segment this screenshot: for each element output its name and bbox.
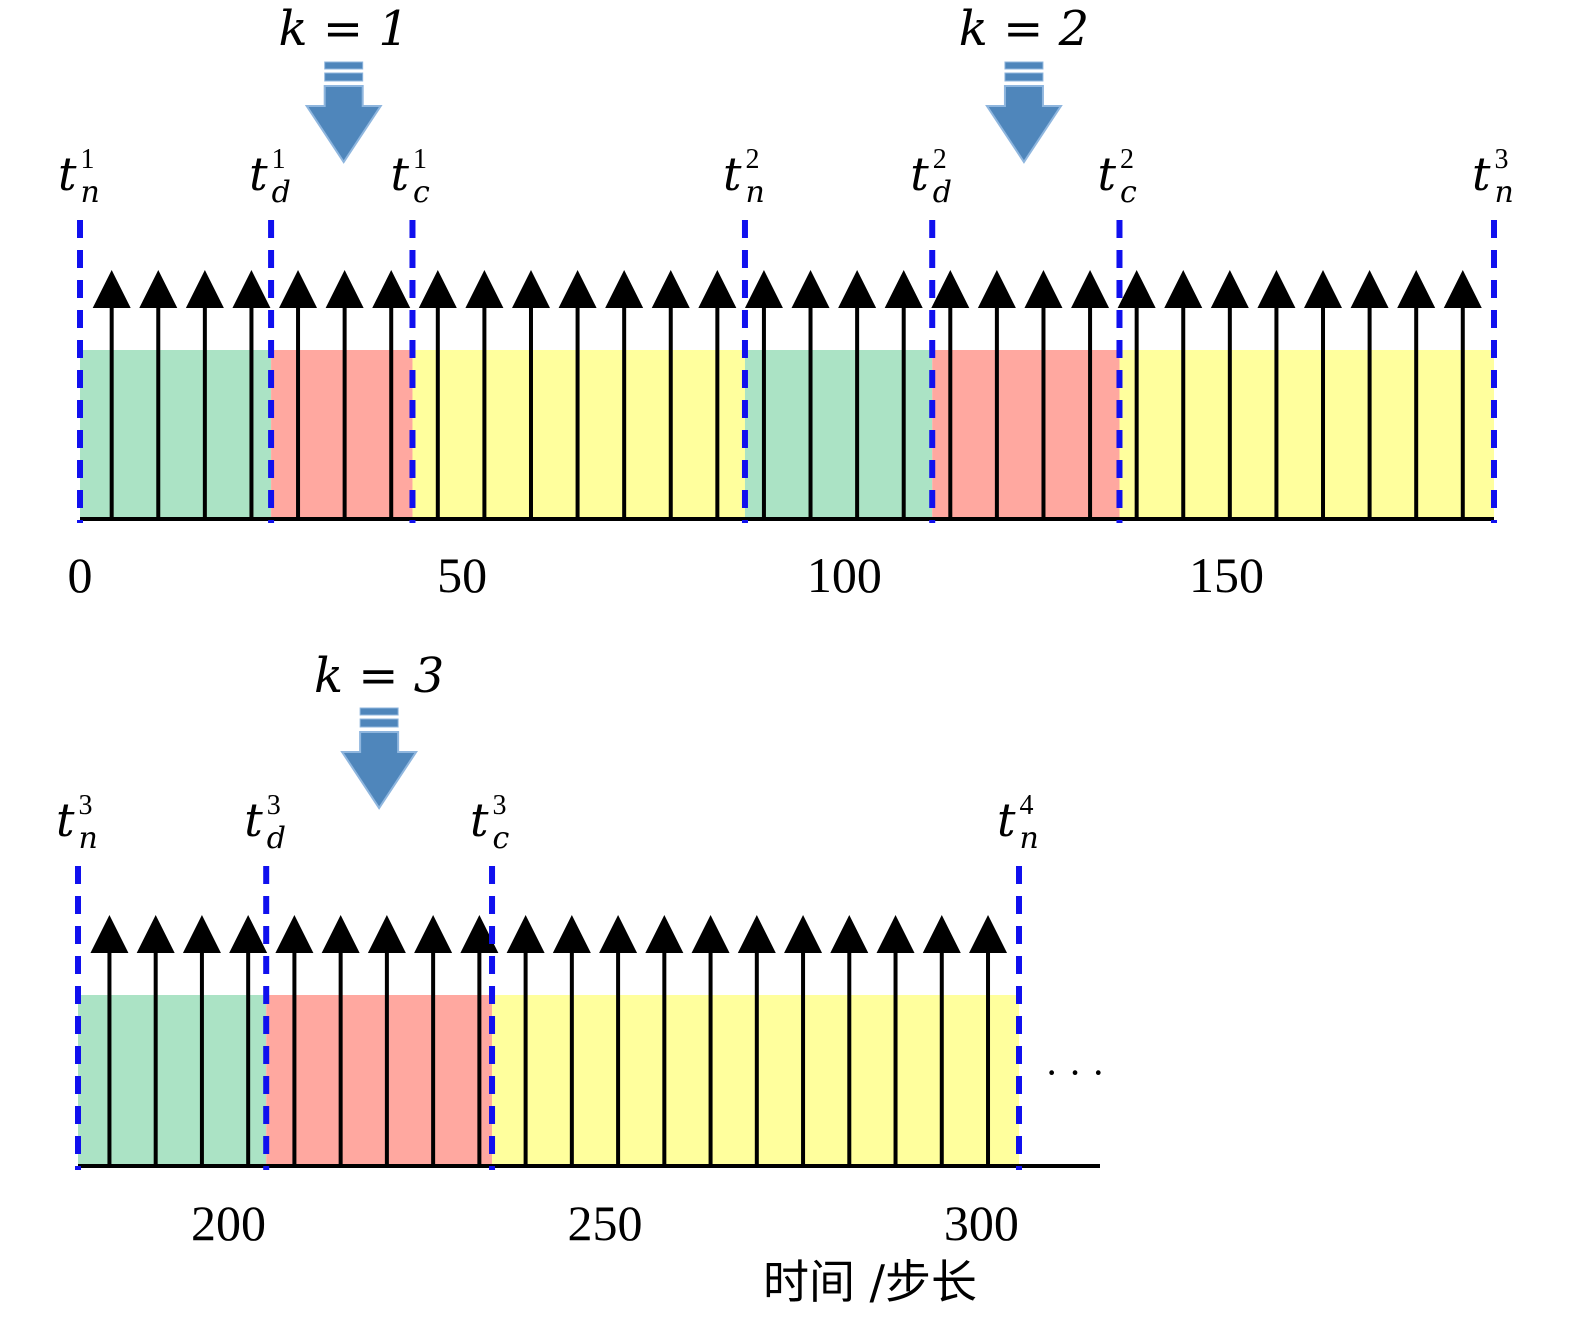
- arrow-stripe: [324, 61, 364, 70]
- pulse-arrowhead: [232, 270, 271, 308]
- pulse-arrowhead: [698, 270, 737, 308]
- pulse-arrowhead: [372, 270, 411, 308]
- tick-label: 250: [567, 1195, 642, 1251]
- pulse-arrowhead: [279, 270, 318, 308]
- pulse-arrowhead: [969, 915, 1008, 953]
- pulse-arrowhead: [838, 270, 877, 308]
- pulse-arrowhead: [511, 270, 550, 308]
- pulse-arrowhead: [651, 270, 690, 308]
- pulse-arrowhead: [506, 915, 545, 953]
- pulse-arrowhead: [92, 270, 131, 308]
- pulse-arrowhead: [1350, 270, 1389, 308]
- phase-fill-red: [271, 350, 413, 519]
- arrow-stripe: [1004, 61, 1044, 70]
- arrow-stripe: [324, 72, 364, 82]
- arrow-stripe: [1004, 72, 1044, 82]
- down-arrow-icon: [340, 731, 418, 810]
- pulse-arrowhead: [1443, 270, 1482, 308]
- phase-fill-green: [80, 350, 272, 519]
- pulse-arrowhead: [1210, 270, 1249, 308]
- pulse-arrowhead: [185, 270, 224, 308]
- iteration-label: k = 2: [959, 1, 1089, 57]
- pulse-arrowhead: [414, 915, 453, 953]
- pulse-arrowhead: [791, 270, 830, 308]
- tick-label: 100: [807, 547, 882, 603]
- pulse-arrowhead: [465, 270, 504, 308]
- pulse-arrowhead: [784, 915, 823, 953]
- continuation-ellipsis: · · ·: [1045, 1050, 1105, 1095]
- pulse-arrowhead: [922, 915, 961, 953]
- pulse-arrowhead: [552, 915, 591, 953]
- pulse-arrowhead: [1071, 270, 1110, 308]
- iteration-label: k = 3: [314, 648, 444, 704]
- arrow-stripe: [359, 707, 399, 716]
- pulse-arrowhead: [182, 915, 221, 953]
- pulse-arrowhead: [599, 915, 638, 953]
- pulse-arrowhead: [830, 915, 869, 953]
- pulse-arrowhead: [1304, 270, 1343, 308]
- axis-ticks: 0 50 100 150 200 250 300: [68, 547, 1264, 1251]
- pulse-arrowhead: [90, 915, 129, 953]
- pulse-arrowhead: [977, 270, 1016, 308]
- pulse-arrowhead: [884, 270, 923, 308]
- pulse-arrowhead: [558, 270, 597, 308]
- pulse-arrowhead: [1164, 270, 1203, 308]
- pulse-arrowhead: [1117, 270, 1156, 308]
- pulse-arrowhead: [275, 915, 314, 953]
- tick-label: 200: [191, 1195, 266, 1251]
- down-arrow-icon: [985, 85, 1063, 164]
- phase-fill-yellow: [1119, 350, 1494, 519]
- pulse-arrowhead: [645, 915, 684, 953]
- arrow-stripe: [359, 718, 399, 728]
- pulse-arrowhead: [136, 915, 175, 953]
- iteration-label: k = 1: [279, 1, 409, 57]
- tick-label: 300: [944, 1195, 1019, 1251]
- pulse-arrowhead: [1024, 270, 1063, 308]
- tick-label: 50: [437, 547, 487, 603]
- pulse-arrowhead: [321, 915, 360, 953]
- pulse-arrowhead: [325, 270, 364, 308]
- pulse-arrowhead: [737, 915, 776, 953]
- pulse-arrowhead: [229, 915, 268, 953]
- phase-fill-green: [744, 350, 933, 519]
- pulse-arrowhead: [418, 270, 457, 308]
- pulse-arrowhead: [691, 915, 730, 953]
- phase-fill-green: [78, 995, 267, 1166]
- tick-label: 0: [68, 547, 93, 603]
- pulse-arrowhead: [460, 915, 499, 953]
- down-arrow-icon: [304, 85, 383, 164]
- axis-label: 时间 /步长: [763, 1255, 977, 1309]
- tick-label: 150: [1189, 547, 1264, 603]
- pulse-arrowhead: [139, 270, 178, 308]
- pulse-arrowhead: [931, 270, 970, 308]
- phase-fill-red: [266, 995, 493, 1166]
- pulse-arrowhead: [744, 270, 783, 308]
- pulse-arrowhead: [605, 270, 644, 308]
- pulse-arrowhead: [1397, 270, 1436, 308]
- pulse-arrowhead: [367, 915, 406, 953]
- pulse-arrowhead: [1257, 270, 1296, 308]
- pulse-arrowhead: [876, 915, 915, 953]
